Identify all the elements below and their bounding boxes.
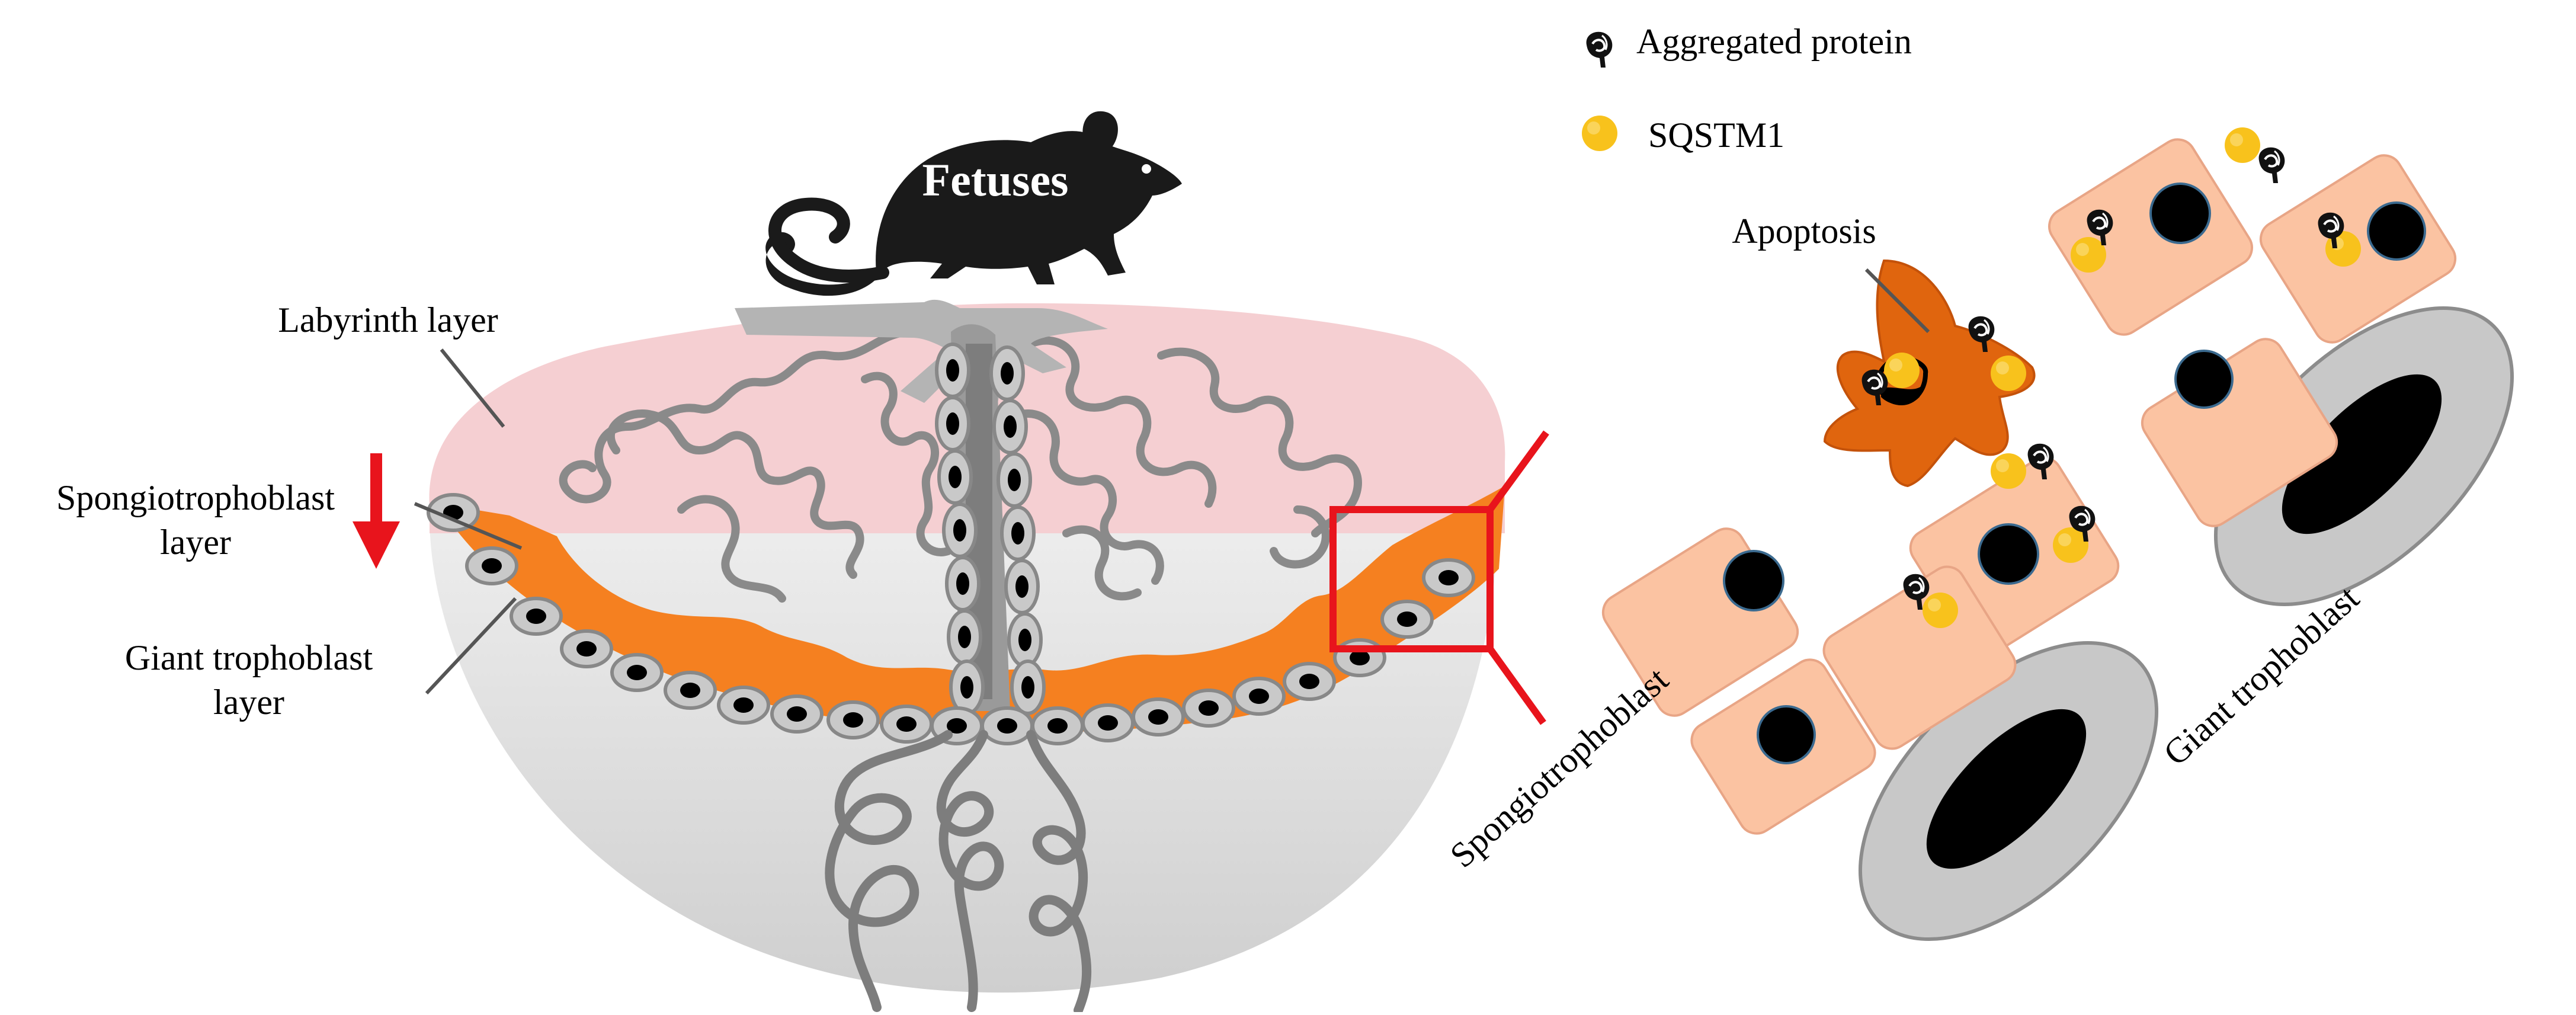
aggregated-protein-icon [1585,30,1614,69]
spongiotrophoblast-label: Spongiotrophoblast [1443,659,1676,875]
legend-sqstm1-label: SQSTM1 [1648,116,1784,155]
spongio-label-line2: layer [160,523,231,562]
giant-cell-2 [2214,306,2514,606]
apoptosis-label: Apoptosis [1732,212,1876,251]
zoom-line-bottom [1487,646,1546,725]
mouse-label: Fetuses [922,154,1069,206]
placenta: Fetuses Labyrinth layer Spongiotrophobla… [56,111,1549,1015]
giant-label-line1: Giant trophoblast [125,638,373,677]
spongiotrophoblast-layer [438,486,1505,732]
cell-nuclei [1723,182,2426,764]
sqstm1-icon [1582,116,1617,151]
apoptotic-cell [1823,259,2036,488]
leader-lines [414,348,523,695]
labyrinth-vessels [559,328,1362,603]
spongio-label-line1: Spongiotrophoblast [56,478,335,517]
zoom-panel: Apoptosis Spongiotrophoblast Giant troph… [1443,127,2514,941]
zoom-line-top [1487,430,1549,512]
legend-aggregated-label: Aggregated protein [1636,22,1912,61]
giant-label-line2: layer [213,683,284,722]
bottom-cord-loops [825,730,1092,1015]
apoptosis-leader [1864,268,1930,334]
giant-trophoblast-label: Giant trophoblast [2156,578,2366,773]
legend: Aggregated protein SQSTM1 [1582,22,1912,155]
zoom-box [1329,506,1494,652]
mouse-silhouette: Fetuses [765,111,1182,296]
umbilical-cord [735,299,1108,427]
labyrinth-label: Labyrinth layer [278,300,498,340]
direction-arrow [353,453,400,569]
